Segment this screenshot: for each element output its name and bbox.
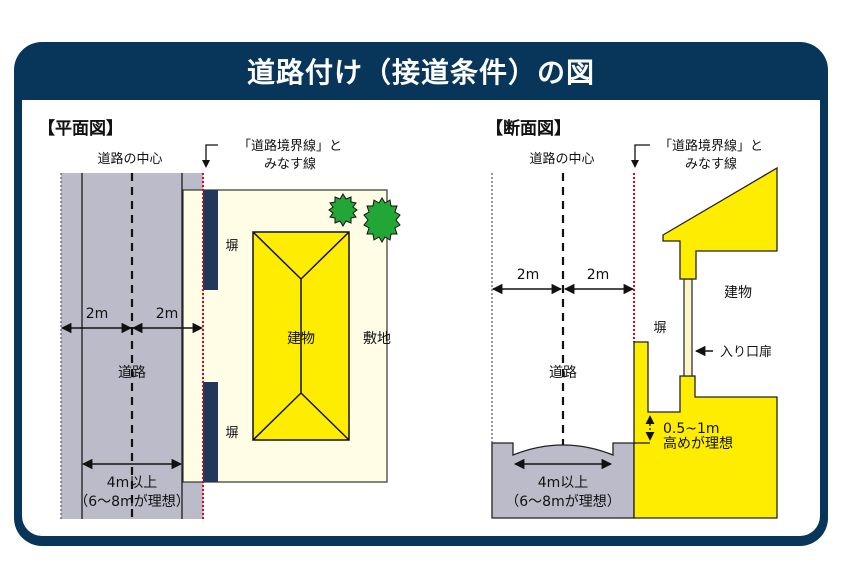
section-boundary-label-1: 「道路境界線」と [659,138,763,154]
arrow-down-icon [202,160,210,168]
section-half-width-right: 2m [587,267,610,283]
plan-fence-label-top: 塀 [225,239,238,254]
section-building-base [633,341,778,519]
plan-site-label: 敷地 [363,331,391,347]
plan-building-label: 建物 [287,331,315,347]
plan-boundary-label-1: 「道路境界線」と [238,138,342,154]
section-height-label-2: 高めが理想 [663,435,733,452]
plan-building [252,231,350,441]
plan-heading: 【平面図】 [38,118,123,139]
section-heading: 【断面図】 [486,118,571,139]
section-building-label: 建物 [724,285,752,301]
section-height-label-1: 0.5~1m [663,421,720,437]
plan-fence-bottom [203,382,218,482]
section-road-center-label: 道路の中心 [529,151,594,167]
section-half-width-left: 2m [517,267,540,283]
plan-width-label-1: 4m以上 [107,475,158,491]
section-roof [662,166,778,280]
plan-boundary-label-2: みなす線 [264,156,316,172]
section-width-label-1: 4m以上 [538,475,589,491]
section-boundary-callout: 「道路境界線」と みなす線 [631,138,763,172]
tree-icon [328,193,358,227]
section-door-label: 入り口扉 [720,344,772,360]
plan-road-label: 道路 [118,365,146,381]
plan-half-width-right: 2m [156,306,179,322]
plan-road-center-label: 道路の中心 [97,151,162,167]
diagram-title: 道路付け（接道条件）の図 [246,56,595,89]
section-width-label-2: （6〜8mが理想） [505,494,620,510]
tree-icon [363,197,401,243]
plan-fence-top [203,190,218,290]
plan-fence-label-bottom: 塀 [225,426,238,441]
section-road-label: 道路 [549,365,577,381]
plan-width-label-2: （6〜8mが理想） [74,494,189,510]
section-boundary-label-2: みなす線 [685,156,737,172]
arrow-down-icon [631,160,639,168]
plan-boundary-callout: 「道路境界線」と みなす線 [202,138,342,172]
plan-half-width-left: 2m [86,306,109,322]
section-door [683,278,693,377]
section-fence-label: 塀 [653,321,666,336]
